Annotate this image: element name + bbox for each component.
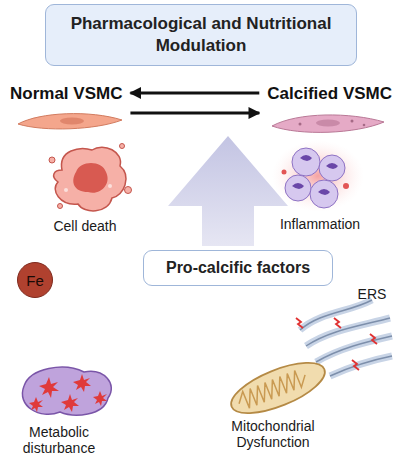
node-text: Pharmacological and Nutritional Modulati… [60,13,342,57]
transition-arrow [130,92,259,95]
factor-label: ERS [350,286,394,302]
node-text: Normal VSMC [10,84,122,104]
cell-state-label: Normal VSMC [8,82,124,106]
factor-label: Cell death [40,218,130,234]
transition-arrow [130,112,259,115]
node-text: Pro-calcific factors [166,259,310,277]
mitochondrion-icon [225,353,331,424]
node-text: Fe [26,272,44,289]
node-text: Calcified VSMC [267,84,392,104]
cell-state-label: Calcified VSMC [265,82,394,106]
cell-death-icon [49,144,132,211]
modulation-arrow [168,136,288,246]
iron-circle: Fe [17,262,53,298]
title-box: Pharmacological and Nutritional Modulati… [45,4,357,66]
factor-box: Pro-calcific factors [143,250,333,286]
factor-label: Mitochondrial Dysfunction [208,418,338,450]
calcified-cell [272,115,384,132]
metabolic-icon [22,367,111,415]
factor-label: Metabolic disturbance [4,424,114,456]
factor-label: Inflammation [268,216,372,232]
normal-cell [18,114,122,129]
inflammation-icon [272,140,364,212]
